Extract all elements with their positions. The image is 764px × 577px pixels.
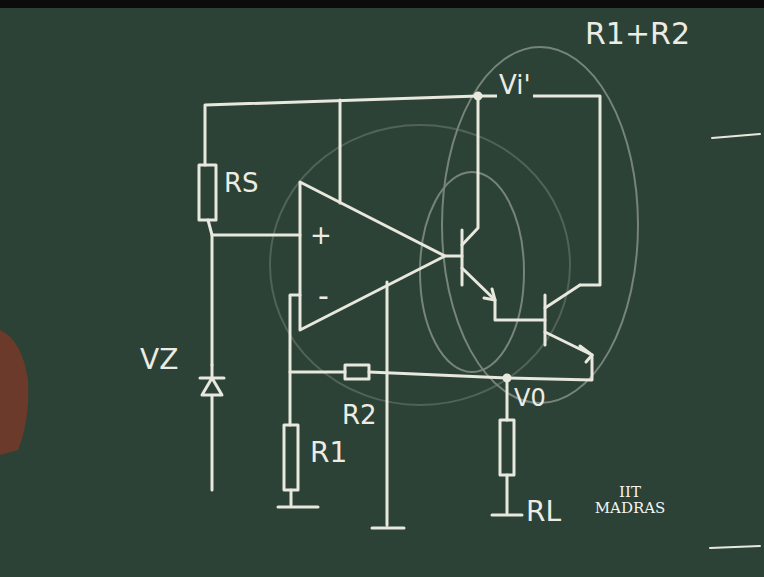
resistor-symbol [500,420,514,475]
opamp-symbol [300,182,445,330]
resistor-label: R2 [342,402,377,429]
resistor-symbol [199,165,216,220]
resistor-label: RL [526,497,561,526]
voltage-label: Vi' [497,72,533,99]
circuit-wires [199,93,760,548]
voltage-label: V0 [514,386,546,411]
resistor-symbol [284,425,298,490]
resistor-symbol [345,365,369,379]
formula-label: R1+R2 [585,18,690,50]
pin-label: - [318,280,329,312]
watermark: IIT MADRAS [585,485,675,517]
presenter-arm [0,330,28,455]
pin-label: + [310,222,332,249]
resistor-label: RS [224,170,259,197]
resistor-label: R1 [310,438,347,467]
voltage-label: VZ [140,345,178,374]
top-band [0,0,764,8]
